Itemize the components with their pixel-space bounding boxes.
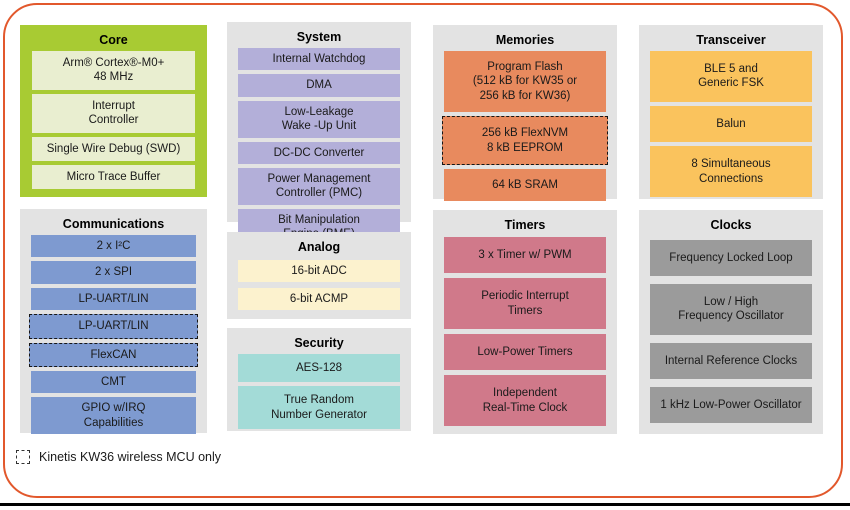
section-analog-title: Analog [297,240,341,254]
section-timers-title: Timers [504,218,546,232]
system-block-item: DC-DC Converter [238,141,400,164]
memories-block-item: Program Flash (512 kB for KW35 or 256 kB… [444,51,606,113]
section-memories: Memories Program Flash (512 kB for KW35 … [433,25,617,202]
clocks-block-item: Frequency Locked Loop [650,239,812,277]
core-block-item: Micro Trace Buffer [32,164,195,190]
communications-block-item: GPIO w/IRQ Capabilities [31,397,196,434]
transceiver-block-item: 8 Simultaneous Connections [650,146,812,197]
section-memories-items: Program Flash (512 kB for KW35 or 256 kB… [433,51,617,208]
system-block-item: DMA [238,74,400,97]
page-bottom-rule [0,503,850,506]
kw36-legend: Kinetis KW36 wireless MCU only [16,450,221,464]
transceiver-block-item: Balun [650,105,812,143]
transceiver-block-item: BLE 5 and Generic FSK [650,51,812,102]
section-timers: Timers 3 x Timer w/ PWM Periodic Interrup… [433,210,617,434]
section-communications: Communications 2 x I²C 2 x SPI LP-UART/LIN… [20,209,207,434]
system-block-item: Power Management Controller (PMC) [238,167,400,205]
communications-block-item: 2 x I²C [31,235,196,258]
analog-block-item: 16-bit ADC [238,259,400,283]
kw36-legend-label: Kinetis KW36 wireless MCU only [39,450,221,464]
system-block-item: Low-Leakage Wake -Up Unit [238,100,400,138]
section-core-title: Core [99,33,128,47]
section-analog-items: 16-bit ADC 6-bit ACMP [227,258,411,319]
section-timers-items: 3 x Timer w/ PWM Periodic Interrupt Timer… [433,236,617,434]
section-analog: Analog 16-bit ADC 6-bit ACMP [227,232,411,319]
communications-block-item: LP-UART/LIN [31,287,196,311]
section-transceiver-title: Transceiver [696,33,766,47]
figure-rounded-border [3,3,843,498]
security-block-item: AES-128 [238,354,400,383]
security-block-item: True Random Number Generator [238,386,400,430]
memories-block-item: 64 kB SRAM [444,168,606,202]
timers-block-item: Periodic Interrupt Timers [444,278,606,329]
section-system-title: System [296,30,342,44]
section-clocks-title: Clocks [710,218,752,232]
section-communications-items: 2 x I²C 2 x SPI LP-UART/LIN LP-UART/LIN Flex… [20,235,207,441]
clocks-block-item: Internal Reference Clocks [650,342,812,379]
analog-block-item: 6-bit ACMP [238,287,400,311]
section-communications-title: Communications [62,217,165,231]
communications-block-item: CMT [31,370,196,394]
core-block-item: Single Wire Debug (SWD) [32,136,195,161]
memories-block-item: 256 kB FlexNVM 8 kB EEPROM [442,116,608,165]
core-block-item: Interrupt Controller [32,93,195,133]
clocks-block-item: 1 kHz Low-Power Oscillator [650,386,812,424]
timers-block-item: Low-Power Timers [444,333,606,371]
communications-block-item: FlexCAN [29,342,198,367]
clocks-block-item: Low / High Frequency Oscillator [650,284,812,335]
timers-block-item: Independent Real-Time Clock [444,375,606,426]
section-security-title: Security [294,336,344,350]
communications-block-item: LP-UART/LIN [29,314,198,339]
system-block-item: Internal Watchdog [238,48,400,71]
core-block-item: Arm® Cortex®-M0+ 48 MHz [32,51,195,90]
timers-block-item: 3 x Timer w/ PWM [444,236,606,274]
communications-block-item: 2 x SPI [31,261,196,284]
kw36-dashed-legend-icon [16,450,30,464]
section-memories-title: Memories [495,33,555,47]
